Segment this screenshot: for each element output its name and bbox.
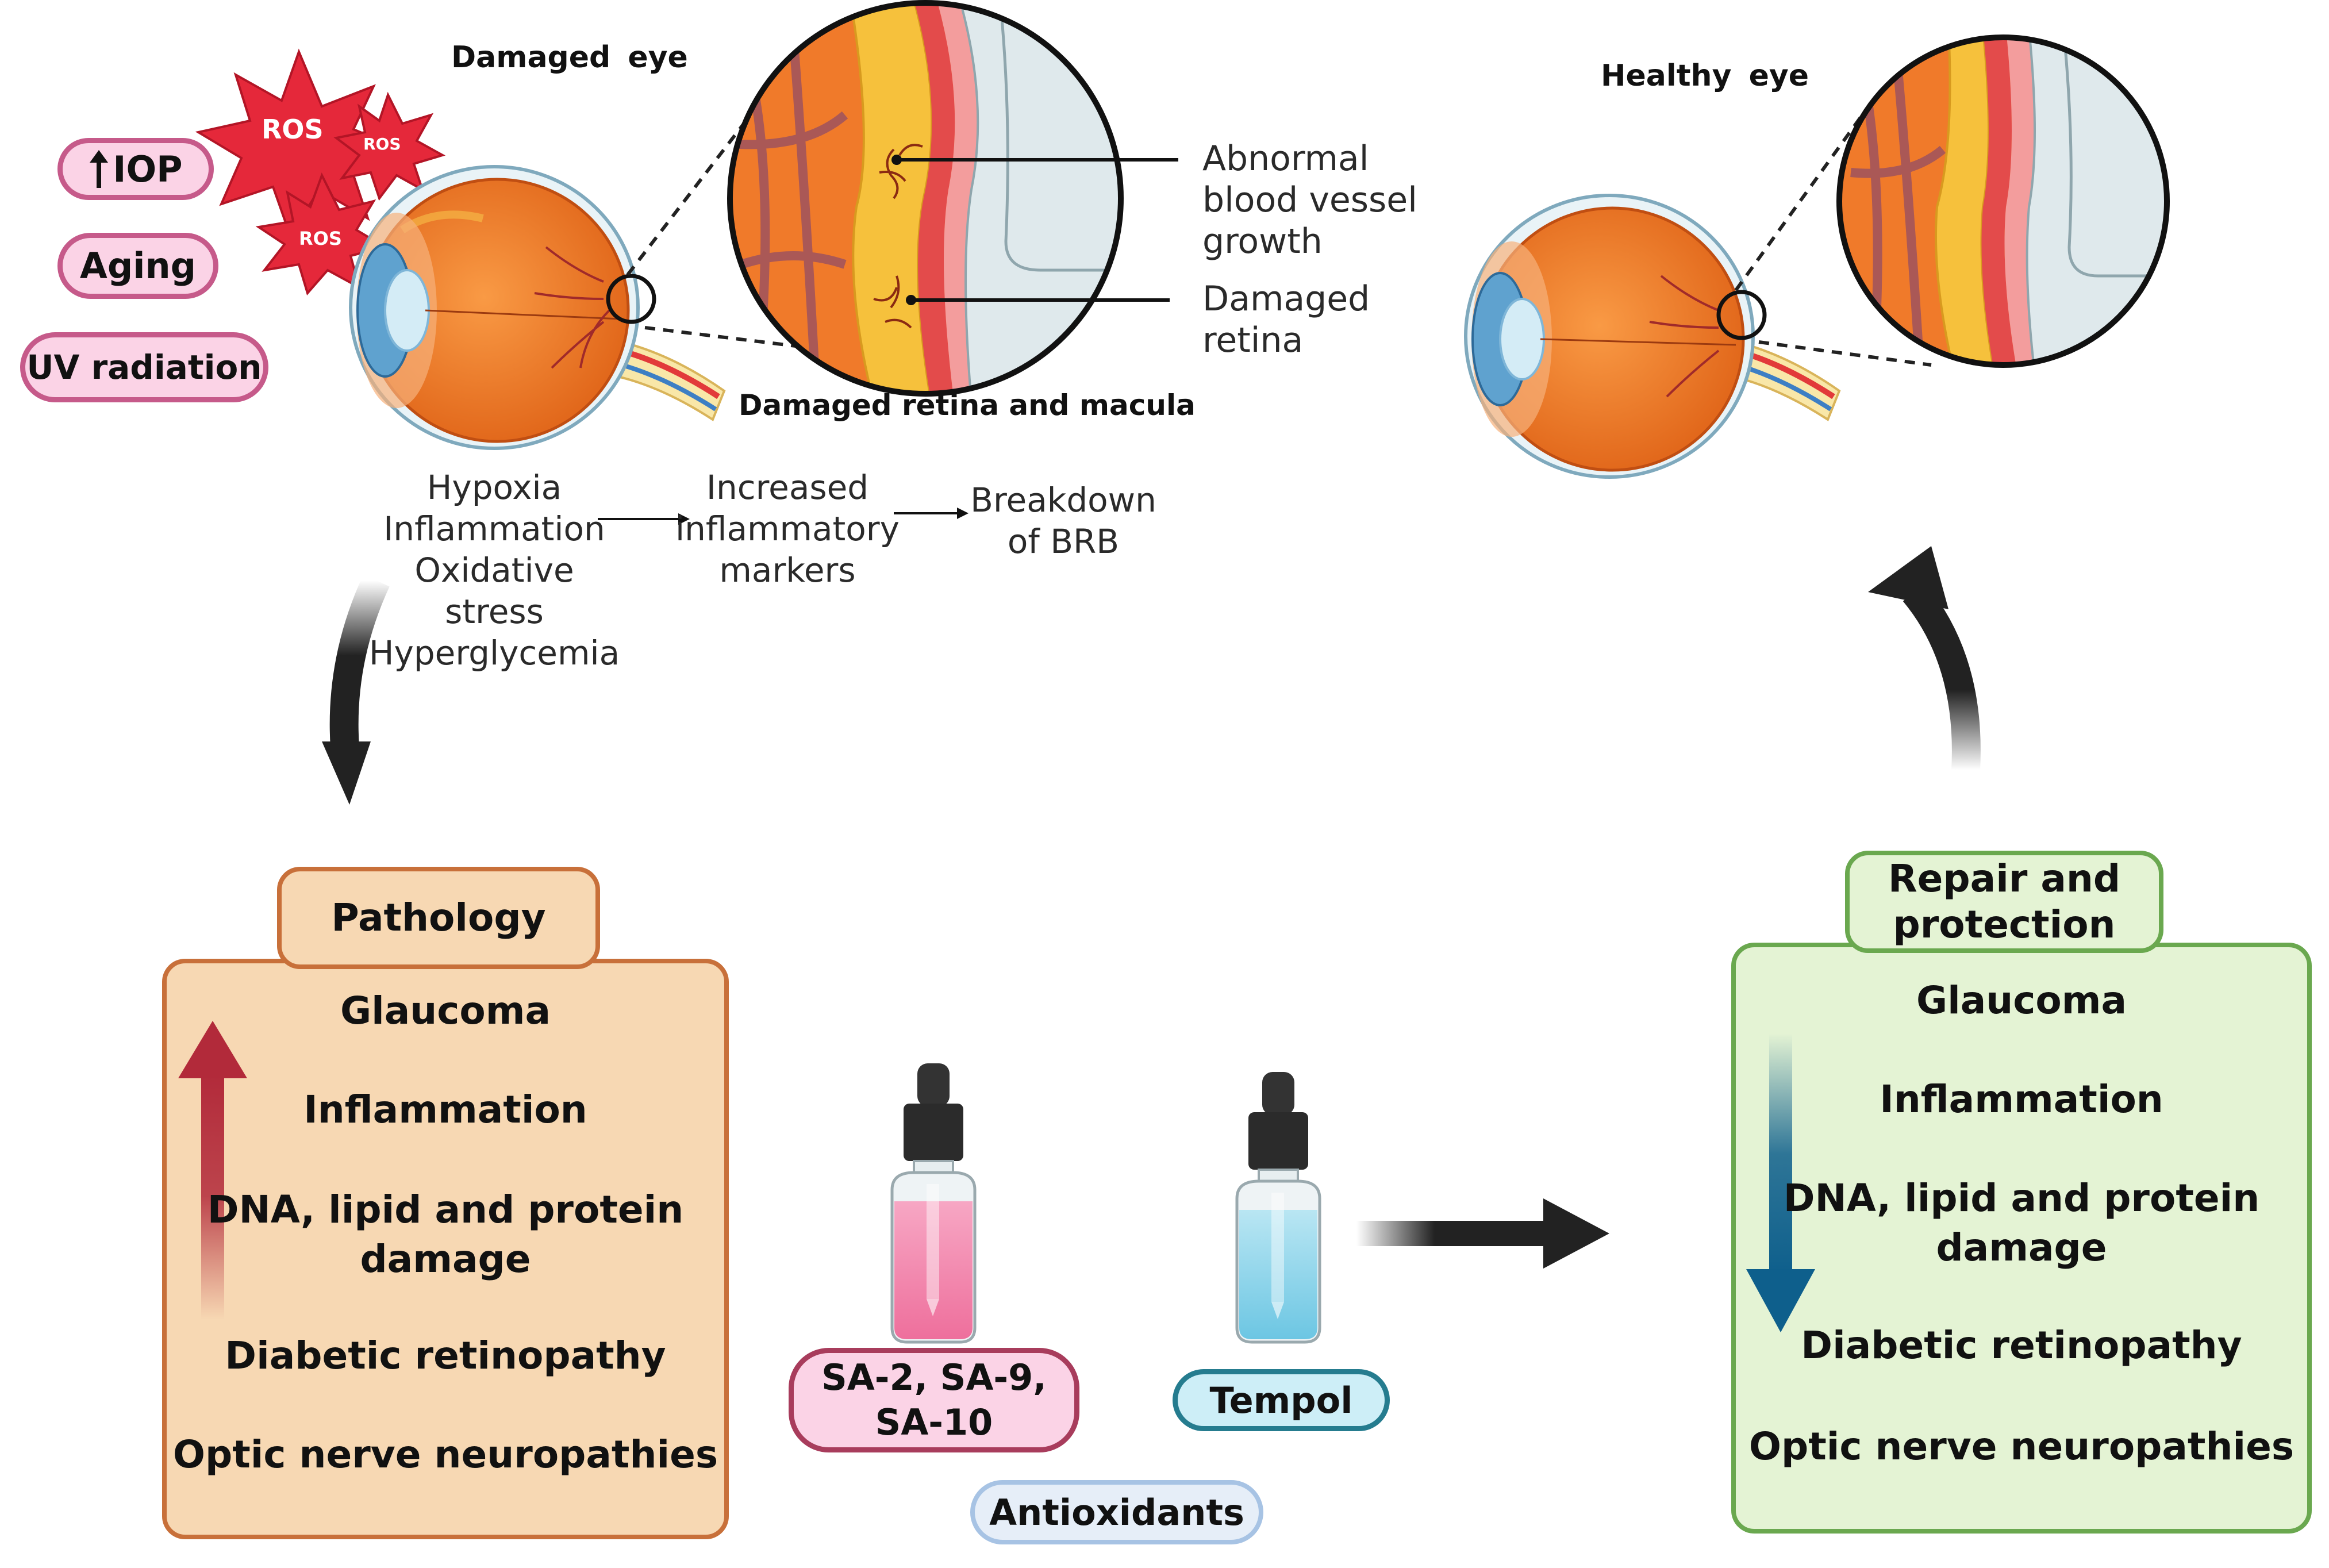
healthy-eye-illustration bbox=[1464, 194, 1841, 479]
damaged-eye-title: Damaged eye bbox=[451, 40, 688, 75]
callout-vessel-text: Abnormal blood vessel growth bbox=[1202, 139, 1417, 262]
healthy-retina-zoom bbox=[1836, 34, 2170, 368]
tempol-label: Tempol bbox=[1173, 1369, 1390, 1431]
risk-aging-label: Aging bbox=[79, 245, 197, 287]
damaged-eye-illustration bbox=[349, 165, 726, 450]
zoom-caption: Damaged retina and macula bbox=[739, 389, 1196, 422]
ros-label-large: ROS bbox=[262, 114, 324, 145]
repair-item-neuropathies: Optic nerve neuropathies bbox=[1748, 1424, 2295, 1469]
pathology-item-inflammation: Inflammation bbox=[303, 1087, 587, 1132]
pathology-item-damage: DNA, lipid and protein damage bbox=[207, 1187, 684, 1281]
arrow-to-repair bbox=[1356, 1198, 1609, 1269]
risk-iop-label: IOP bbox=[113, 148, 183, 190]
pathology-item-glaucoma: Glaucoma bbox=[340, 989, 551, 1033]
cascade-markers: Increased inflammatory markers bbox=[675, 468, 900, 590]
increase-arrow-icon bbox=[178, 1021, 247, 1320]
repair-item-inflammation: Inflammation bbox=[1880, 1077, 2163, 1121]
ros-burst-small-2 bbox=[255, 172, 389, 296]
damaged-retina-zoom bbox=[727, 0, 1124, 397]
curved-arrow-to-healthy-eye bbox=[1868, 546, 1981, 771]
callout-retina-text: Damaged retina bbox=[1202, 279, 1370, 360]
repair-tab: Repair and protection bbox=[1845, 851, 2163, 953]
repair-item-retinopathy: Diabetic retinopathy bbox=[1801, 1323, 2242, 1367]
risk-uv-pill: UV radiation bbox=[20, 332, 268, 402]
healthy-eye-title: Healthy eye bbox=[1601, 59, 1809, 93]
pathology-tab: Pathology bbox=[277, 867, 600, 969]
cascade-arrow-1 bbox=[598, 513, 690, 525]
risk-uv-label: UV radiation bbox=[26, 348, 262, 387]
cascade-causes: Hypoxia Inflammation Oxidative stress Hy… bbox=[368, 468, 620, 672]
antioxidants-label: Antioxidants bbox=[970, 1480, 1263, 1544]
pathology-panel: Glaucoma Inflammation DNA, lipid and pro… bbox=[162, 959, 729, 1539]
ros-label-small-2: ROS bbox=[299, 228, 342, 249]
bottle-tempol-icon bbox=[1235, 1072, 1321, 1344]
pathology-item-neuropathies: Optic nerve neuropathies bbox=[172, 1432, 718, 1477]
repair-panel: Glaucoma Inflammation DNA, lipid and pro… bbox=[1731, 943, 2312, 1534]
curved-arrow-to-pathology bbox=[322, 574, 390, 805]
risk-aging-pill: Aging bbox=[57, 233, 218, 299]
repair-item-glaucoma: Glaucoma bbox=[1916, 978, 2127, 1023]
bottle-sa-icon bbox=[890, 1063, 977, 1344]
damaged-zoom-lines bbox=[626, 82, 834, 352]
ros-label-small-1: ROS bbox=[363, 134, 401, 153]
repair-item-damage: DNA, lipid and protein damage bbox=[1783, 1176, 2260, 1270]
risk-iop-pill: IOP bbox=[57, 138, 214, 200]
sa-compounds-label: SA-2, SA-9, SA-10 bbox=[789, 1348, 1079, 1452]
cascade-arrow-2 bbox=[894, 508, 969, 519]
pathology-item-retinopathy: Diabetic retinopathy bbox=[225, 1333, 666, 1378]
ros-burst-small-1 bbox=[333, 91, 446, 201]
cascade-outcome: Breakdown of BRB bbox=[970, 481, 1156, 561]
arrow-up-icon bbox=[90, 150, 109, 188]
decrease-arrow-icon bbox=[1746, 1033, 1815, 1332]
